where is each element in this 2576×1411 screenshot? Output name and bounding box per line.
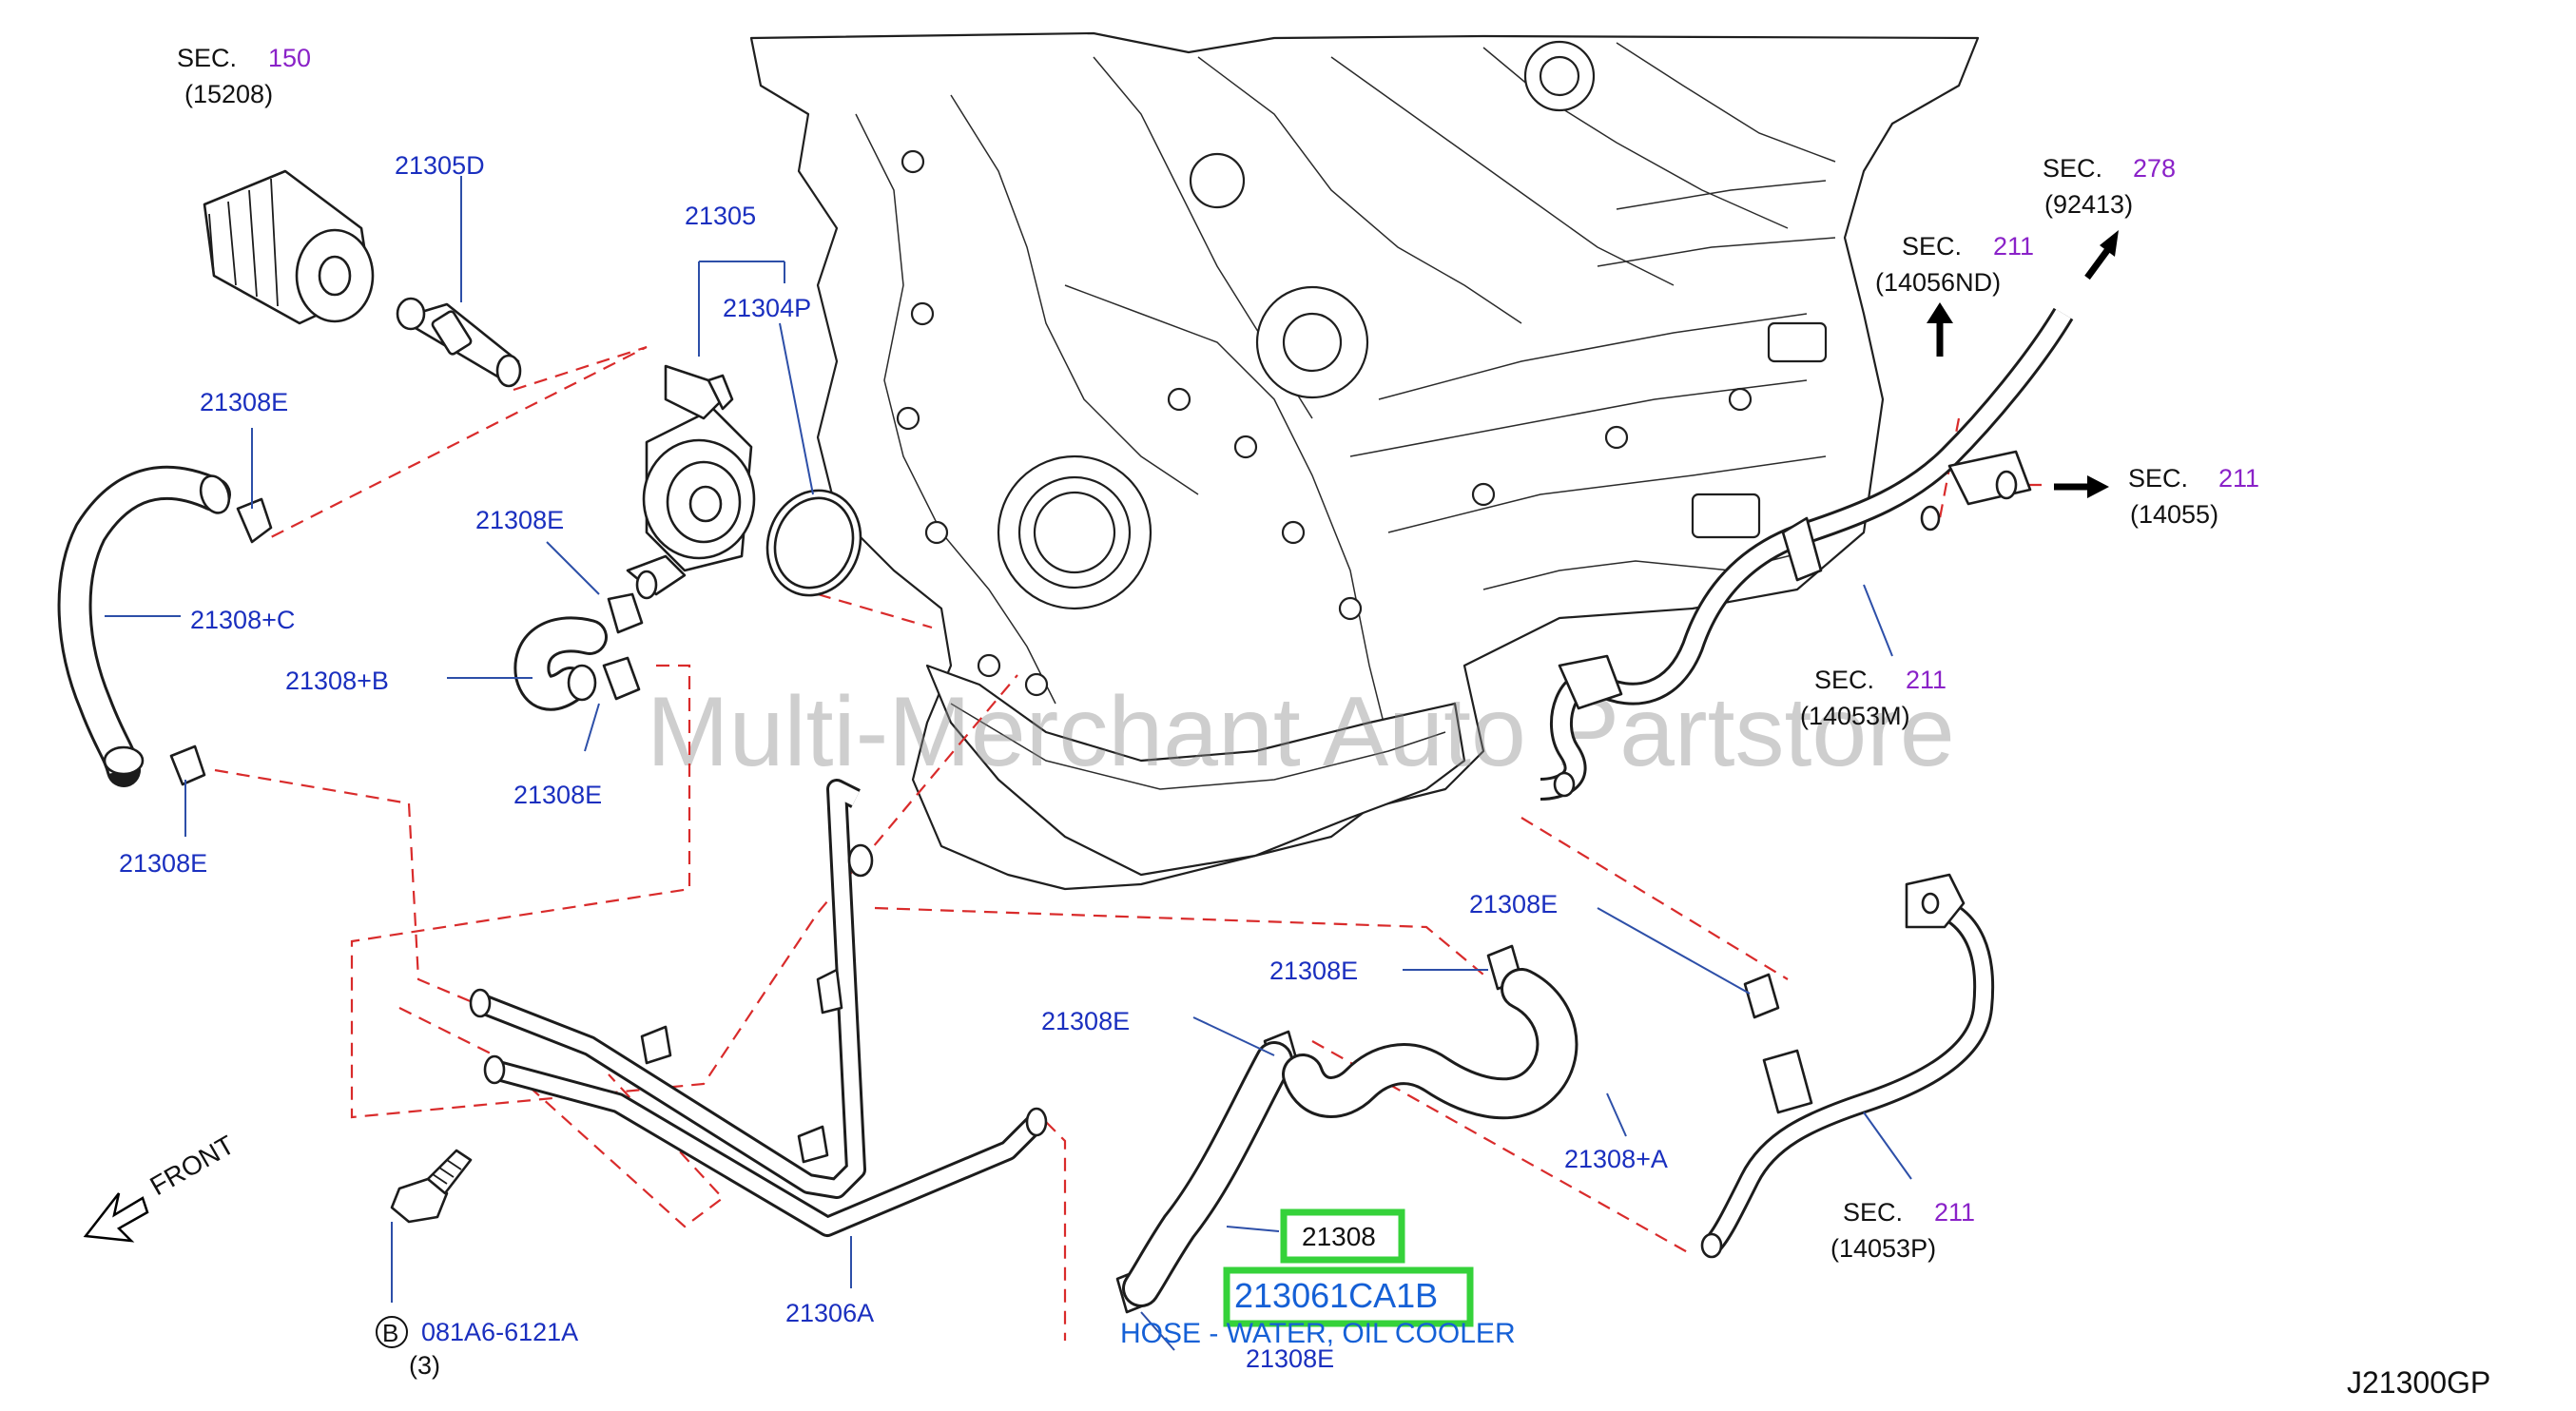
section-ref-211-14056nd: SEC. 211 (14056ND) <box>1875 232 2034 297</box>
sec-code: (14053M) <box>1800 702 1910 730</box>
section-ref-211-14053m: SEC. 211 (14053M) <box>1800 666 1947 730</box>
callout-bolt[interactable]: 081A6-6121A <box>421 1318 578 1346</box>
o-ring-21304p <box>765 489 862 597</box>
section-ref-278: SEC. 278 (92413) <box>2043 154 2176 219</box>
sec-code: (15208) <box>184 80 273 108</box>
callout-21308b[interactable]: 21308+B <box>285 667 389 695</box>
diagram-id: J21300GP <box>2347 1365 2490 1400</box>
pipe-14053p <box>1700 873 1995 1259</box>
sec-word: SEC. <box>2128 464 2188 493</box>
hose-21308a <box>1282 968 1579 1120</box>
sec-code: (14056ND) <box>1875 268 2001 297</box>
sec-code: (14053P) <box>1830 1234 1936 1263</box>
sec-word: SEC. <box>177 44 237 72</box>
sec-number: 211 <box>1906 666 1947 694</box>
sec-number: 211 <box>2218 464 2259 493</box>
hose-21308c <box>57 465 231 787</box>
sec-word: SEC. <box>1814 666 1874 694</box>
callout-21308c[interactable]: 21308+C <box>190 606 295 634</box>
hose-21308 <box>1122 1041 1293 1307</box>
pipe-21306a <box>469 779 1048 1237</box>
front-arrow: FRONT <box>83 1130 240 1243</box>
sec-word: SEC. <box>2043 154 2102 183</box>
callout-21304p[interactable]: 21304P <box>723 294 811 322</box>
callout-21308e[interactable]: 21308E <box>1469 890 1558 918</box>
callout-21308a[interactable]: 21308+A <box>1564 1145 1668 1173</box>
sec-number: 211 <box>1934 1198 1975 1227</box>
bolt-reference: B 081A6-6121A (3) <box>376 1316 578 1380</box>
callout-21306a[interactable]: 21306A <box>785 1299 874 1327</box>
sec-code: (14055) <box>2130 500 2218 529</box>
leader-lines <box>105 176 1912 1351</box>
sec-word: SEC. <box>1902 232 1962 261</box>
highlight-box-oem <box>1223 1266 1474 1327</box>
callout-21308e[interactable]: 21308E <box>119 849 207 878</box>
sec-word: SEC. <box>1843 1198 1903 1227</box>
connector-21305d <box>396 297 522 388</box>
sec-number: 211 <box>1993 232 2034 261</box>
bolt-letter: B <box>382 1319 398 1347</box>
callout-21305d[interactable]: 21305D <box>395 151 485 180</box>
highlight-description: HOSE - WATER, OIL COOLER <box>1120 1318 1516 1349</box>
callout-21305[interactable]: 21305 <box>685 202 756 230</box>
section-ref-211-14055: SEC. 211 (14055) <box>2128 464 2259 529</box>
callout-21308e[interactable]: 21308E <box>1041 1007 1130 1035</box>
hose-21308b <box>513 616 608 711</box>
oil-filter <box>203 169 375 325</box>
bolt <box>390 1149 473 1224</box>
section-ref-150: SEC. 150 (15208) <box>177 44 311 108</box>
watermark: Multi-Merchant Auto Partstore <box>647 677 1955 787</box>
callout-21308e[interactable]: 21308E <box>1269 957 1358 985</box>
sec-code: (92413) <box>2044 190 2133 219</box>
sec-number: 150 <box>268 44 311 72</box>
section-ref-211-14053p: SEC. 211 (14053P) <box>1830 1198 1975 1263</box>
callout-21308e[interactable]: 21308E <box>1246 1344 1334 1373</box>
callout-21308e[interactable]: 21308E <box>513 781 602 809</box>
oil-cooler-21305 <box>626 364 756 600</box>
engine-block <box>749 31 1980 891</box>
callout-21308e[interactable]: 21308E <box>200 388 288 416</box>
pipe-14053m <box>1540 307 2074 801</box>
part-callouts: 21305D 21305 21304P 21308E 21308+C 21308… <box>119 151 1668 1373</box>
highlight-box-part <box>1280 1208 1405 1264</box>
direction-arrows <box>1927 230 2119 498</box>
front-label: FRONT <box>145 1130 240 1201</box>
callout-21308e[interactable]: 21308E <box>475 506 564 534</box>
highlight-part-number[interactable]: 21308 <box>1302 1222 1376 1251</box>
bolt-qty: (3) <box>409 1351 440 1380</box>
highlight-group: 21308 213061CA1B HOSE - WATER, OIL COOLE… <box>1120 1208 1516 1349</box>
sec-number: 278 <box>2133 154 2176 183</box>
highlight-oem-number[interactable]: 213061CA1B <box>1234 1276 1438 1315</box>
